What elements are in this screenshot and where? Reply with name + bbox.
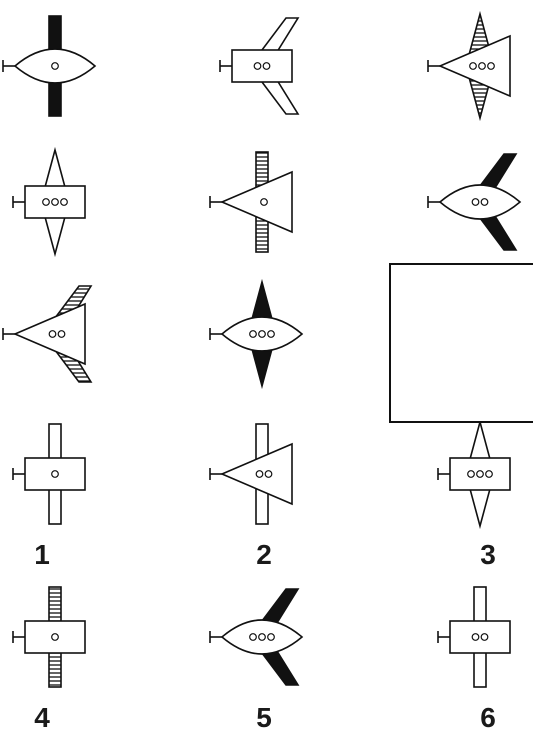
window <box>51 62 59 70</box>
window <box>57 330 66 338</box>
grid-figure-r2c1 <box>12 146 86 258</box>
window <box>253 62 262 70</box>
window <box>51 633 59 641</box>
window <box>258 633 266 641</box>
option-label-5: 5 <box>256 702 272 733</box>
answer-option-4 <box>12 586 86 688</box>
grid-figure-r1c1 <box>2 15 97 117</box>
grid-figure-r2c2 <box>209 151 293 253</box>
window <box>260 198 268 206</box>
fuselage <box>449 620 511 654</box>
fuselage <box>24 620 86 654</box>
missing-answer-box <box>389 263 533 423</box>
fuselage <box>219 170 293 234</box>
answer-option-6 <box>437 586 511 688</box>
window <box>264 470 273 478</box>
window <box>469 62 477 70</box>
window <box>480 198 489 206</box>
window <box>48 330 57 338</box>
window <box>51 198 59 206</box>
option-label-3: 3 <box>480 539 496 570</box>
window <box>249 330 257 338</box>
window <box>487 62 495 70</box>
window <box>267 633 275 641</box>
grid-figure-r2c3 <box>427 153 522 251</box>
window <box>485 470 493 478</box>
option-label-4: 4 <box>34 702 50 733</box>
window <box>42 198 50 206</box>
option-label-6: 6 <box>480 702 496 733</box>
window <box>255 470 264 478</box>
option-label-2: 2 <box>256 539 272 570</box>
grid-figure-r1c3 <box>427 10 511 122</box>
window <box>471 198 480 206</box>
window <box>480 633 489 641</box>
grid-figure-r1c2 <box>219 17 300 115</box>
window <box>478 62 486 70</box>
window <box>258 330 266 338</box>
fuselage <box>438 184 522 220</box>
fuselage <box>231 49 293 83</box>
answer-option-1 <box>12 423 86 525</box>
answer-option-3 <box>437 418 511 530</box>
option-label-1: 1 <box>34 539 50 570</box>
window <box>60 198 68 206</box>
answer-option-2 <box>209 423 293 525</box>
window <box>471 633 480 641</box>
window <box>467 470 475 478</box>
window <box>476 470 484 478</box>
grid-figure-r3c2 <box>209 278 304 390</box>
window <box>267 330 275 338</box>
window <box>262 62 271 70</box>
window <box>51 470 59 478</box>
answer-option-5 <box>209 588 304 686</box>
window <box>249 633 257 641</box>
grid-figure-r3c1 <box>2 285 93 383</box>
